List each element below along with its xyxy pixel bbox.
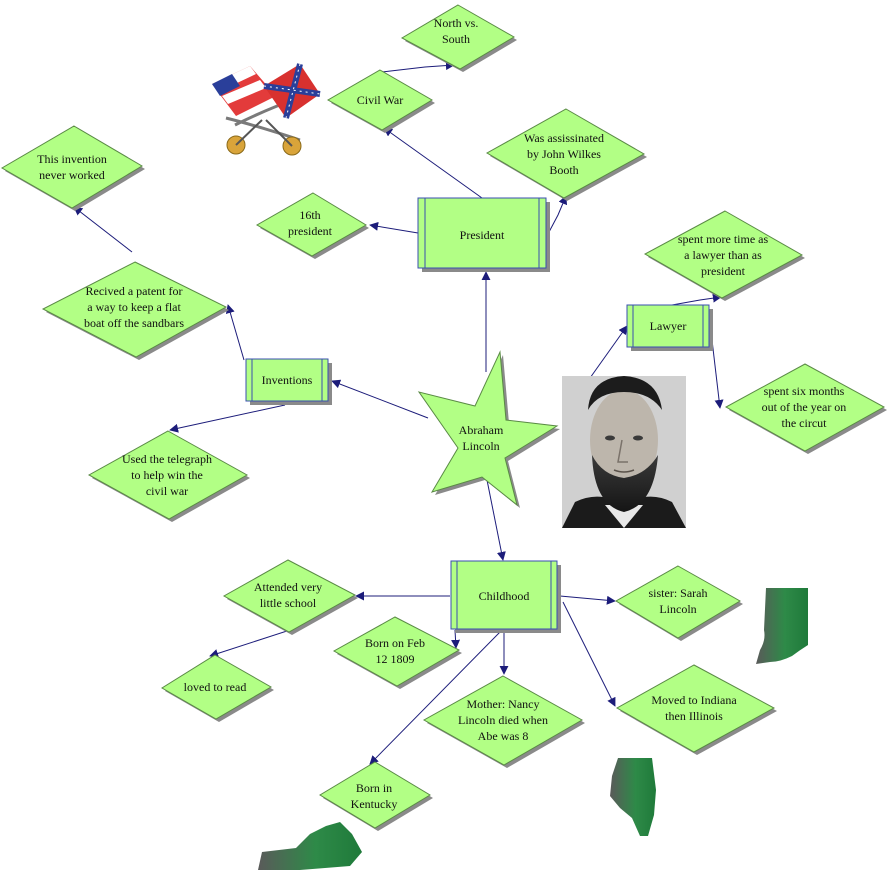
edges [73, 61, 724, 765]
node-label: Inventions [262, 373, 313, 387]
node-president[interactable]: President [417, 197, 550, 272]
node-label: Born in [356, 781, 392, 795]
node-label: South [442, 32, 470, 46]
node-label: spent more time as [678, 232, 769, 246]
node-label: a way to keep a flat [87, 300, 181, 314]
node-label: Lincoln [462, 439, 499, 453]
node-label: Was assissinated [524, 131, 604, 145]
rect-nodes: President Lawyer Inventions Childhood [245, 197, 713, 633]
node-label: Abe was 8 [478, 729, 529, 743]
node-label: Booth [549, 163, 578, 177]
edge-civilwar-northsouth [381, 61, 455, 73]
node-label: sister: Sarah [649, 586, 708, 600]
node-label: Kentucky [351, 797, 398, 811]
node-label: a lawyer than as [684, 248, 762, 262]
edge-inventions-telegraph [169, 404, 286, 433]
node-label: Born on Feb [365, 636, 425, 650]
edge-patent-neverworked [73, 206, 133, 253]
node-label: Used the telegraph [122, 452, 212, 466]
node-invention-never-worked[interactable]: This invention never worked [1, 125, 145, 211]
node-label: civil war [146, 484, 188, 498]
edge-lincoln-childhood [486, 479, 506, 561]
edge-childhood-moved [562, 601, 616, 707]
node-label: Abraham [459, 423, 504, 437]
node-label: Lincoln [659, 602, 696, 616]
node-label: president [701, 264, 746, 278]
edge-childhood-sister [559, 595, 616, 605]
node-civil-war[interactable]: Civil War [326, 69, 435, 133]
node-childhood[interactable]: Childhood [450, 560, 561, 633]
indiana-map-image [756, 588, 808, 664]
node-label: This invention [37, 152, 107, 166]
edge-president-16th [369, 221, 419, 234]
node-label: President [460, 228, 505, 242]
lincoln-portrait-image [562, 376, 686, 528]
edge-lincoln-lawyer [589, 325, 628, 379]
node-16th-president[interactable]: 16th president [255, 192, 369, 259]
edge-lincoln-inventions [331, 379, 429, 419]
edge-lawyer-sixmonths [711, 339, 724, 409]
node-little-school[interactable]: Attended very little school [222, 559, 358, 635]
node-label: then Illinois [665, 709, 723, 723]
node-label: little school [260, 596, 317, 610]
edge-president-assassinated [548, 195, 568, 233]
node-six-months[interactable]: spent six months out of the year on the … [724, 363, 887, 454]
node-label: 12 1809 [376, 652, 415, 666]
node-label: North vs. [434, 16, 479, 30]
node-label: loved to read [184, 680, 247, 694]
node-lawyer[interactable]: Lawyer [626, 304, 713, 351]
node-north-vs-south[interactable]: North vs. South [400, 4, 517, 72]
node-label: Lawyer [650, 319, 687, 333]
crossed-flags-image [212, 63, 321, 156]
node-label: out of the year on [762, 400, 847, 414]
node-mother[interactable]: Mother: Nancy Lincoln died when Abe was … [422, 675, 585, 768]
node-patent[interactable]: Recived a patent for a way to keep a fla… [41, 261, 229, 360]
node-sister[interactable]: sister: Sarah Lincoln [615, 565, 743, 641]
diamond-nodes: North vs. South Civil War Was assissinat… [1, 4, 887, 831]
node-inventions[interactable]: Inventions [245, 358, 332, 405]
node-label: 16th [299, 208, 320, 222]
node-label: Recived a patent for [86, 284, 183, 298]
edge-school-read [209, 629, 291, 658]
node-assassinated[interactable]: Was assissinated by John Wilkes Booth [485, 108, 647, 201]
node-label: Attended very [254, 580, 322, 594]
node-born-kentucky[interactable]: Born in Kentucky [319, 761, 433, 831]
node-telegraph[interactable]: Used the telegraph to help win the civil… [87, 430, 250, 522]
node-label: to help win the [131, 468, 203, 482]
edge-childhood-kentucky [369, 631, 501, 765]
node-moved-indiana[interactable]: Moved to Indiana then Illinois [615, 664, 777, 755]
node-born-feb[interactable]: Born on Feb 12 1809 [332, 616, 462, 689]
node-abraham-lincoln[interactable]: Abraham Lincoln [417, 350, 560, 508]
node-lawyer-more-time[interactable]: spent more time as a lawyer than as pres… [643, 210, 805, 301]
node-label: the circut [782, 416, 828, 430]
node-label: Civil War [357, 93, 403, 107]
node-label: boat off the sandbars [84, 316, 184, 330]
kentucky-map-image [258, 822, 362, 870]
edge-inventions-patent [225, 304, 245, 361]
node-label: Childhood [479, 589, 530, 603]
node-label: by John Wilkes [527, 147, 601, 161]
edge-lawyer-moretime [671, 293, 722, 306]
node-label: Mother: Nancy [467, 697, 540, 711]
illinois-map-image [610, 758, 656, 836]
edge-president-civilwar [383, 127, 483, 199]
node-label: never worked [39, 168, 105, 182]
node-label: spent six months [764, 384, 845, 398]
node-label: Lincoln died when [458, 713, 548, 727]
node-label: Moved to Indiana [651, 693, 737, 707]
node-loved-to-read[interactable]: loved to read [161, 654, 274, 722]
node-label: president [288, 224, 333, 238]
